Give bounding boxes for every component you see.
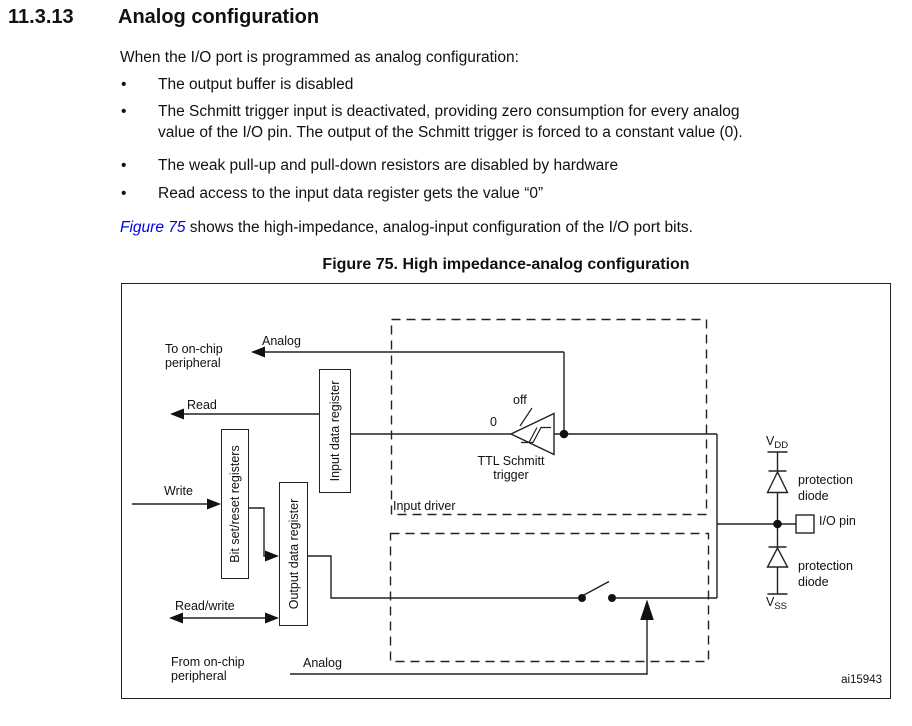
write-label: Write (164, 484, 193, 498)
figure-caption: Figure 75. High impedance-analog configu… (322, 256, 690, 273)
vdd-label: VDD (766, 434, 789, 453)
bullet-text: Read access to the input data register g… (158, 185, 544, 202)
read-write-label: Read/write (175, 599, 235, 613)
bullet-item: • The output buffer is disabled (121, 74, 893, 95)
vdd-subscript: DD (774, 440, 789, 451)
figure-75-diagram: Bit set/reset registers Output data regi… (121, 283, 891, 699)
input-data-register-box: Input data register (319, 369, 351, 493)
bullet-text: The weak pull-up and pull-down resistors… (158, 157, 619, 174)
junction-dot (773, 519, 782, 529)
input-driver-label: Input driver (393, 499, 456, 513)
output-data-register-label: Output data register (286, 498, 301, 610)
io-pin-pad-icon (795, 514, 815, 534)
readwrite-left-arrowhead (169, 612, 183, 624)
bullet-item: • The weak pull-up and pull-down resisto… (121, 155, 893, 176)
output-data-register-box: Output data register (279, 482, 308, 626)
analog-top-label: Analog (262, 334, 301, 348)
elbow-right-arrowhead (265, 550, 279, 562)
intro-paragraph: When the I/O port is programmed as analo… (120, 49, 519, 66)
analog-bottom-label: Analog (303, 656, 342, 670)
io-pin-label: I/O pin (819, 514, 856, 528)
vss-subscript: SS (774, 601, 788, 612)
vss-main: V (766, 595, 775, 609)
bit-set-reset-registers-label: Bit set/reset registers (228, 445, 242, 563)
arrowheads-and-junctions (169, 346, 782, 624)
wiring-lines (132, 351, 796, 675)
input-driver-dashed-box (390, 318, 708, 516)
figure-reference-text: shows the high-impedance, analog-input c… (185, 219, 693, 236)
vss-label: VSS (766, 595, 788, 614)
junction-dot (559, 429, 569, 439)
off-strike-line (519, 407, 533, 427)
figure-75-link[interactable]: Figure 75 (120, 219, 186, 236)
bullet-item: • Read access to the input data register… (121, 183, 893, 204)
vdd-main: V (766, 434, 775, 448)
analog-left-arrowhead (251, 346, 265, 358)
section-title: Analog configuration (118, 6, 320, 28)
figure-watermark: ai15943 (841, 674, 882, 686)
schmitt-trigger-icon (509, 407, 555, 456)
input-data-register-label: Input data register (328, 380, 342, 482)
from-onchip-peripheral-label: From on-chip peripheral (171, 655, 245, 683)
protection-diode-bottom-icon (766, 546, 789, 595)
section-number: 11.3.13 (8, 6, 74, 28)
schmitt-output-zero-label: 0 (490, 415, 497, 429)
bullet-text: The Schmitt trigger input is deactivated… (158, 103, 743, 141)
write-right-arrowhead (207, 498, 221, 510)
schmitt-off-label: off (513, 393, 527, 407)
ttl-schmitt-trigger-label: TTL Schmitt trigger (477, 454, 545, 482)
circuit-diagram-canvas (132, 318, 815, 675)
readwrite-right-arrowhead (265, 612, 279, 624)
read-label: Read (187, 398, 217, 412)
protection-diode-bottom-label: protection diode (798, 559, 853, 589)
read-left-arrowhead (170, 408, 184, 420)
bullet-marker: • (121, 185, 127, 202)
protection-diode-top-label: protection diode (798, 473, 853, 503)
bullet-marker: • (121, 76, 127, 93)
analog-switch-icon (578, 580, 616, 602)
bullet-marker: • (121, 103, 127, 120)
bullet-item: • The Schmitt trigger input is deactivat… (121, 101, 893, 143)
section-heading: 11.3.13 Analog configuration (8, 6, 319, 29)
figure-reference-paragraph: Figure 75 shows the high-impedance, anal… (120, 217, 900, 238)
to-onchip-peripheral-label: To on-chip peripheral (165, 342, 223, 370)
bullet-text: The output buffer is disabled (158, 76, 354, 93)
analog-up-arrowhead (640, 599, 654, 620)
bullet-marker: • (121, 157, 127, 174)
protection-diode-top-icon (766, 451, 789, 547)
bit-set-reset-registers-box: Bit set/reset registers (221, 429, 249, 579)
